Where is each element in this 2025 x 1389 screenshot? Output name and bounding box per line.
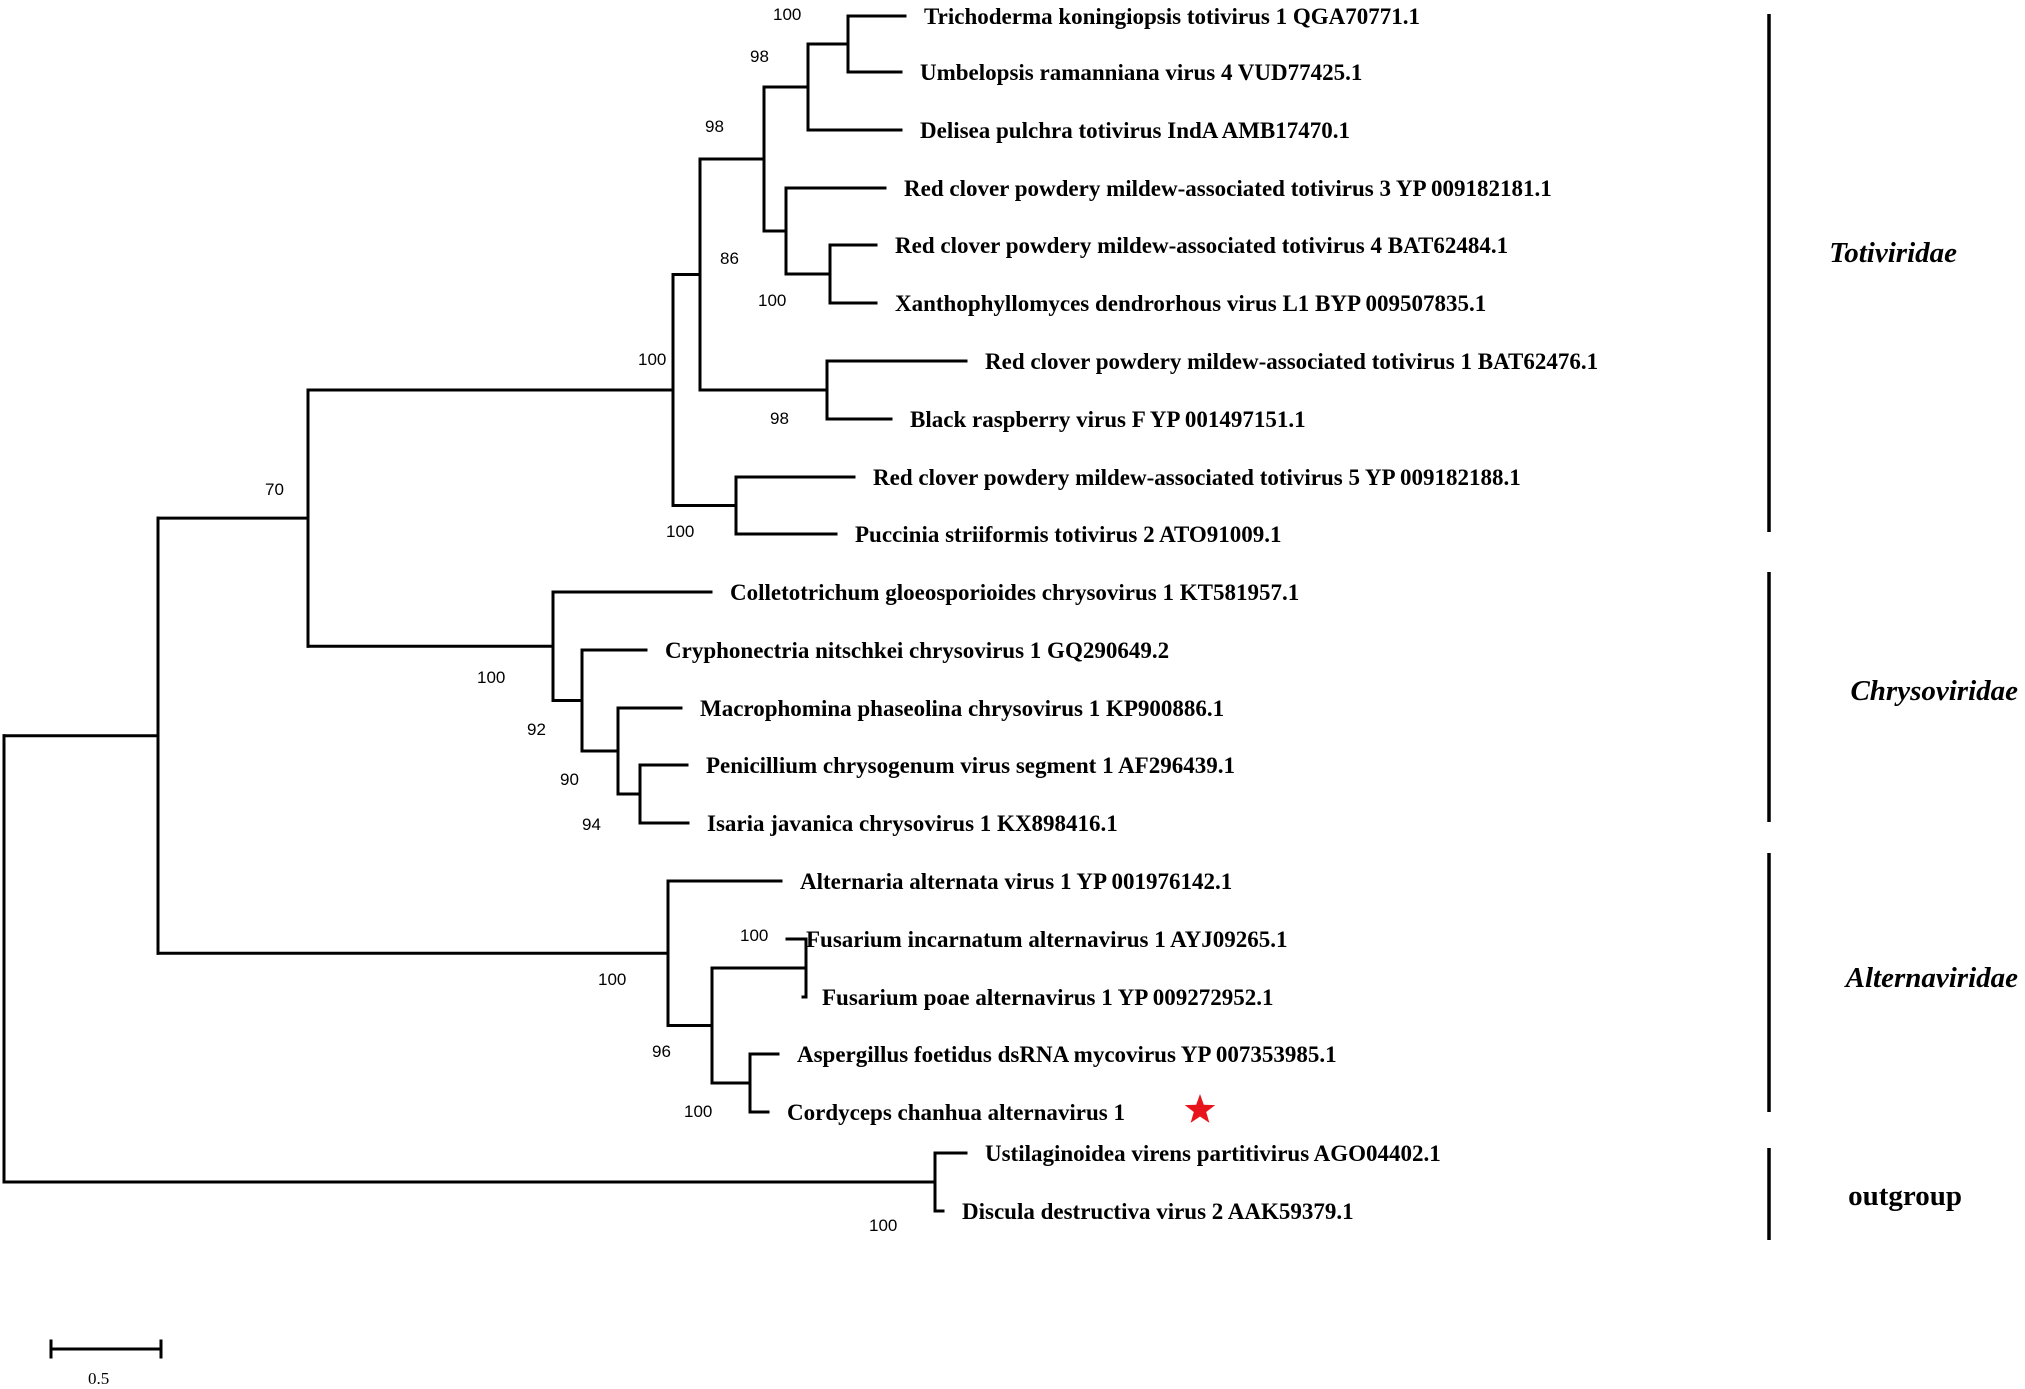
support-values: 100 98 98 86 100 100 98 100 70 100 92 90 94 100 100 96 1…	[265, 5, 897, 1235]
leaf-label: Red clover powdery mildew-associated tot…	[985, 349, 1598, 374]
bootstrap-value: 98	[750, 47, 769, 66]
bootstrap-value: 100	[666, 522, 694, 541]
bootstrap-value: 100	[684, 1102, 712, 1121]
leaf-label: Cryphonectria nitschkei chrysovirus 1 GQ…	[665, 638, 1169, 663]
leaf-label: Aspergillus foetidus dsRNA mycovirus YP …	[797, 1042, 1337, 1067]
family-label: Chrysoviridae	[1850, 675, 2018, 707]
family-label: outgroup	[1848, 1180, 1962, 1212]
leaf-label: Puccinia striiformis totivirus 2 ATO9100…	[855, 522, 1282, 547]
bootstrap-value: 100	[598, 970, 626, 989]
leaf-label: Macrophomina phaseolina chrysovirus 1 KP…	[700, 696, 1224, 721]
leaf-label: Ustilaginoidea virens partitivirus AGO04…	[985, 1141, 1441, 1166]
star-icon	[1184, 1094, 1216, 1123]
bootstrap-value: 100	[740, 926, 768, 945]
leaf-labels: Trichoderma koningiopsis totivirus 1 QGA…	[665, 4, 1598, 1224]
leaf-label: Xanthophyllomyces dendrorhous virus L1 B…	[895, 291, 1486, 316]
bootstrap-value: 90	[560, 770, 579, 789]
leaf-label: Umbelopsis ramanniana virus 4 VUD77425.1	[920, 60, 1362, 85]
bootstrap-value: 100	[869, 1216, 897, 1235]
bootstrap-value: 100	[758, 291, 786, 310]
bootstrap-value: 98	[705, 117, 724, 136]
scale-bar-label: 0.5	[88, 1369, 109, 1388]
bootstrap-value: 100	[638, 350, 666, 369]
tree-branches	[2, 14, 968, 1213]
scale-bar: 0.5	[49, 1339, 163, 1388]
leaf-label: Trichoderma koningiopsis totivirus 1 QGA…	[924, 4, 1420, 29]
bootstrap-value: 96	[652, 1042, 671, 1061]
leaf-label: Colletotrichum gloeosporioides chrysovir…	[730, 580, 1299, 605]
bootstrap-value: 70	[265, 480, 284, 499]
leaf-label: Black raspberry virus F YP 001497151.1	[910, 407, 1306, 432]
family-label: Totiviridae	[1829, 237, 1957, 269]
leaf-label: Red clover powdery mildew-associated tot…	[895, 233, 1508, 258]
leaf-label: Red clover powdery mildew-associated tot…	[873, 465, 1521, 490]
bootstrap-value: 92	[527, 720, 546, 739]
leaf-label: Fusarium poae alternavirus 1 YP 00927295…	[822, 985, 1273, 1010]
leaf-label: Alternaria alternata virus 1 YP 00197614…	[800, 869, 1232, 894]
leaf-label: Red clover powdery mildew-associated tot…	[904, 176, 1552, 201]
leaf-label: Isaria javanica chrysovirus 1 KX898416.1	[707, 811, 1118, 836]
family-label: Alternaviridae	[1844, 962, 2019, 994]
leaf-label: Discula destructiva virus 2 AAK59379.1	[962, 1199, 1354, 1224]
leaf-label: Penicillium chrysogenum virus segment 1 …	[706, 753, 1235, 778]
bootstrap-value: 100	[477, 668, 505, 687]
bootstrap-value: 94	[582, 815, 601, 834]
bootstrap-value: 86	[720, 249, 739, 268]
leaf-label: Cordyceps chanhua alternavirus 1	[787, 1100, 1125, 1125]
bootstrap-value: 100	[773, 5, 801, 24]
leaf-label: Delisea pulchra totivirus IndA AMB17470.…	[920, 118, 1350, 143]
bootstrap-value: 98	[770, 409, 789, 428]
leaf-label: Fusarium incarnatum alternavirus 1 AYJ09…	[806, 927, 1288, 952]
